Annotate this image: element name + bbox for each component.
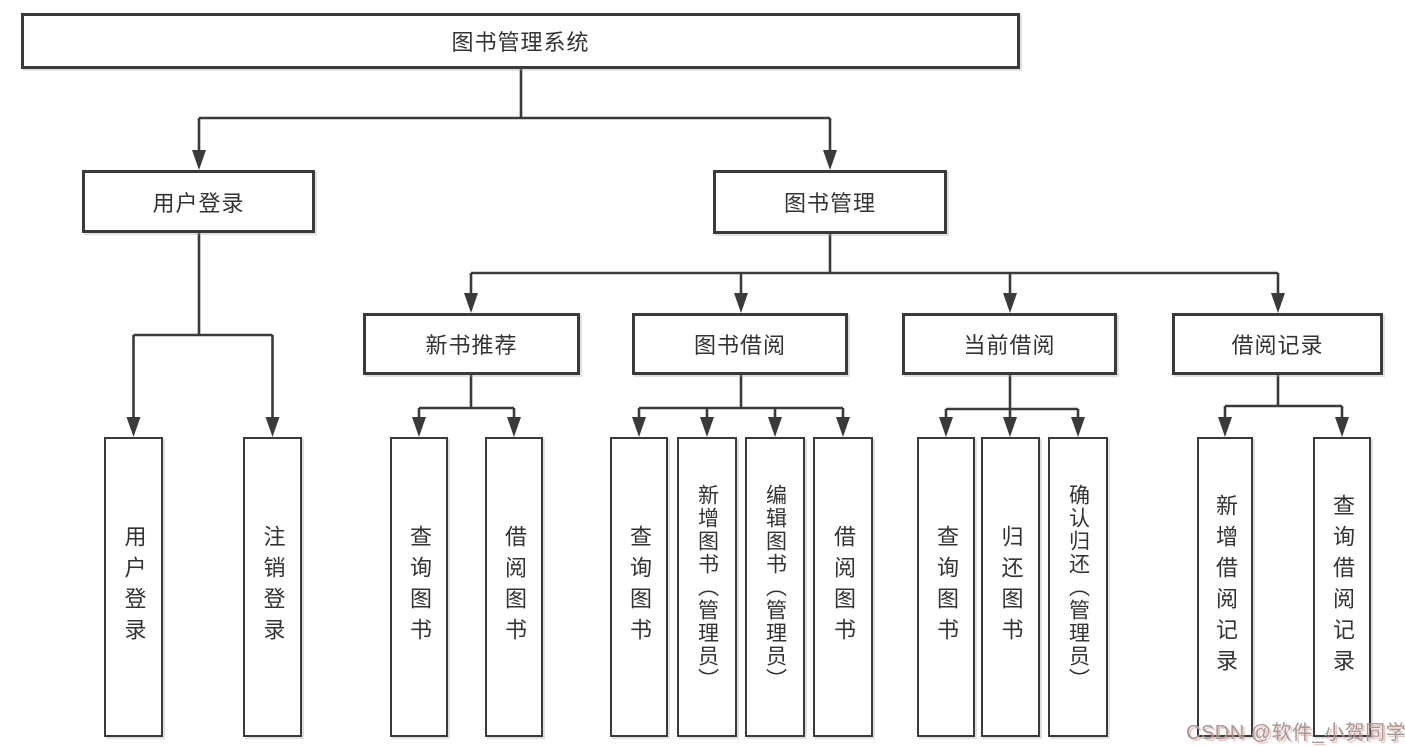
node-leaf-query-book-recommend: 查询图书 xyxy=(390,437,448,737)
node-user-login: 用户登录 xyxy=(82,170,315,233)
node-leaf-add-book-admin: 新增图书（管理员） xyxy=(677,437,737,737)
node-leaf-return-book: 归还图书 xyxy=(981,437,1040,737)
node-leaf-query-book-current: 查询图书 xyxy=(917,437,975,737)
node-borrow-record: 借阅记录 xyxy=(1172,313,1383,375)
node-book-borrow: 图书借阅 xyxy=(632,313,848,375)
node-leaf-query-book-borrow: 查询图书 xyxy=(610,437,668,737)
node-leaf-query-borrow-record: 查询借阅记录 xyxy=(1313,437,1371,737)
node-book-management: 图书管理 xyxy=(713,170,947,234)
node-leaf-logout: 注销登录 xyxy=(243,437,302,737)
node-current-borrow: 当前借阅 xyxy=(902,313,1117,375)
node-root-library-management-system: 图书管理系统 xyxy=(21,13,1020,69)
node-leaf-user-login: 用户登录 xyxy=(104,437,163,737)
node-leaf-borrow-book: 借阅图书 xyxy=(813,437,873,737)
node-leaf-borrow-book-recommend: 借阅图书 xyxy=(485,437,543,737)
node-leaf-confirm-return-admin: 确认归还（管理员） xyxy=(1048,437,1108,737)
csdn-watermark: CSDN @软件_小贺同学 xyxy=(1186,722,1405,744)
node-leaf-edit-book-admin: 编辑图书（管理员） xyxy=(745,437,805,737)
node-leaf-add-borrow-record: 新增借阅记录 xyxy=(1197,437,1253,737)
node-new-book-recommend: 新书推荐 xyxy=(363,313,580,375)
